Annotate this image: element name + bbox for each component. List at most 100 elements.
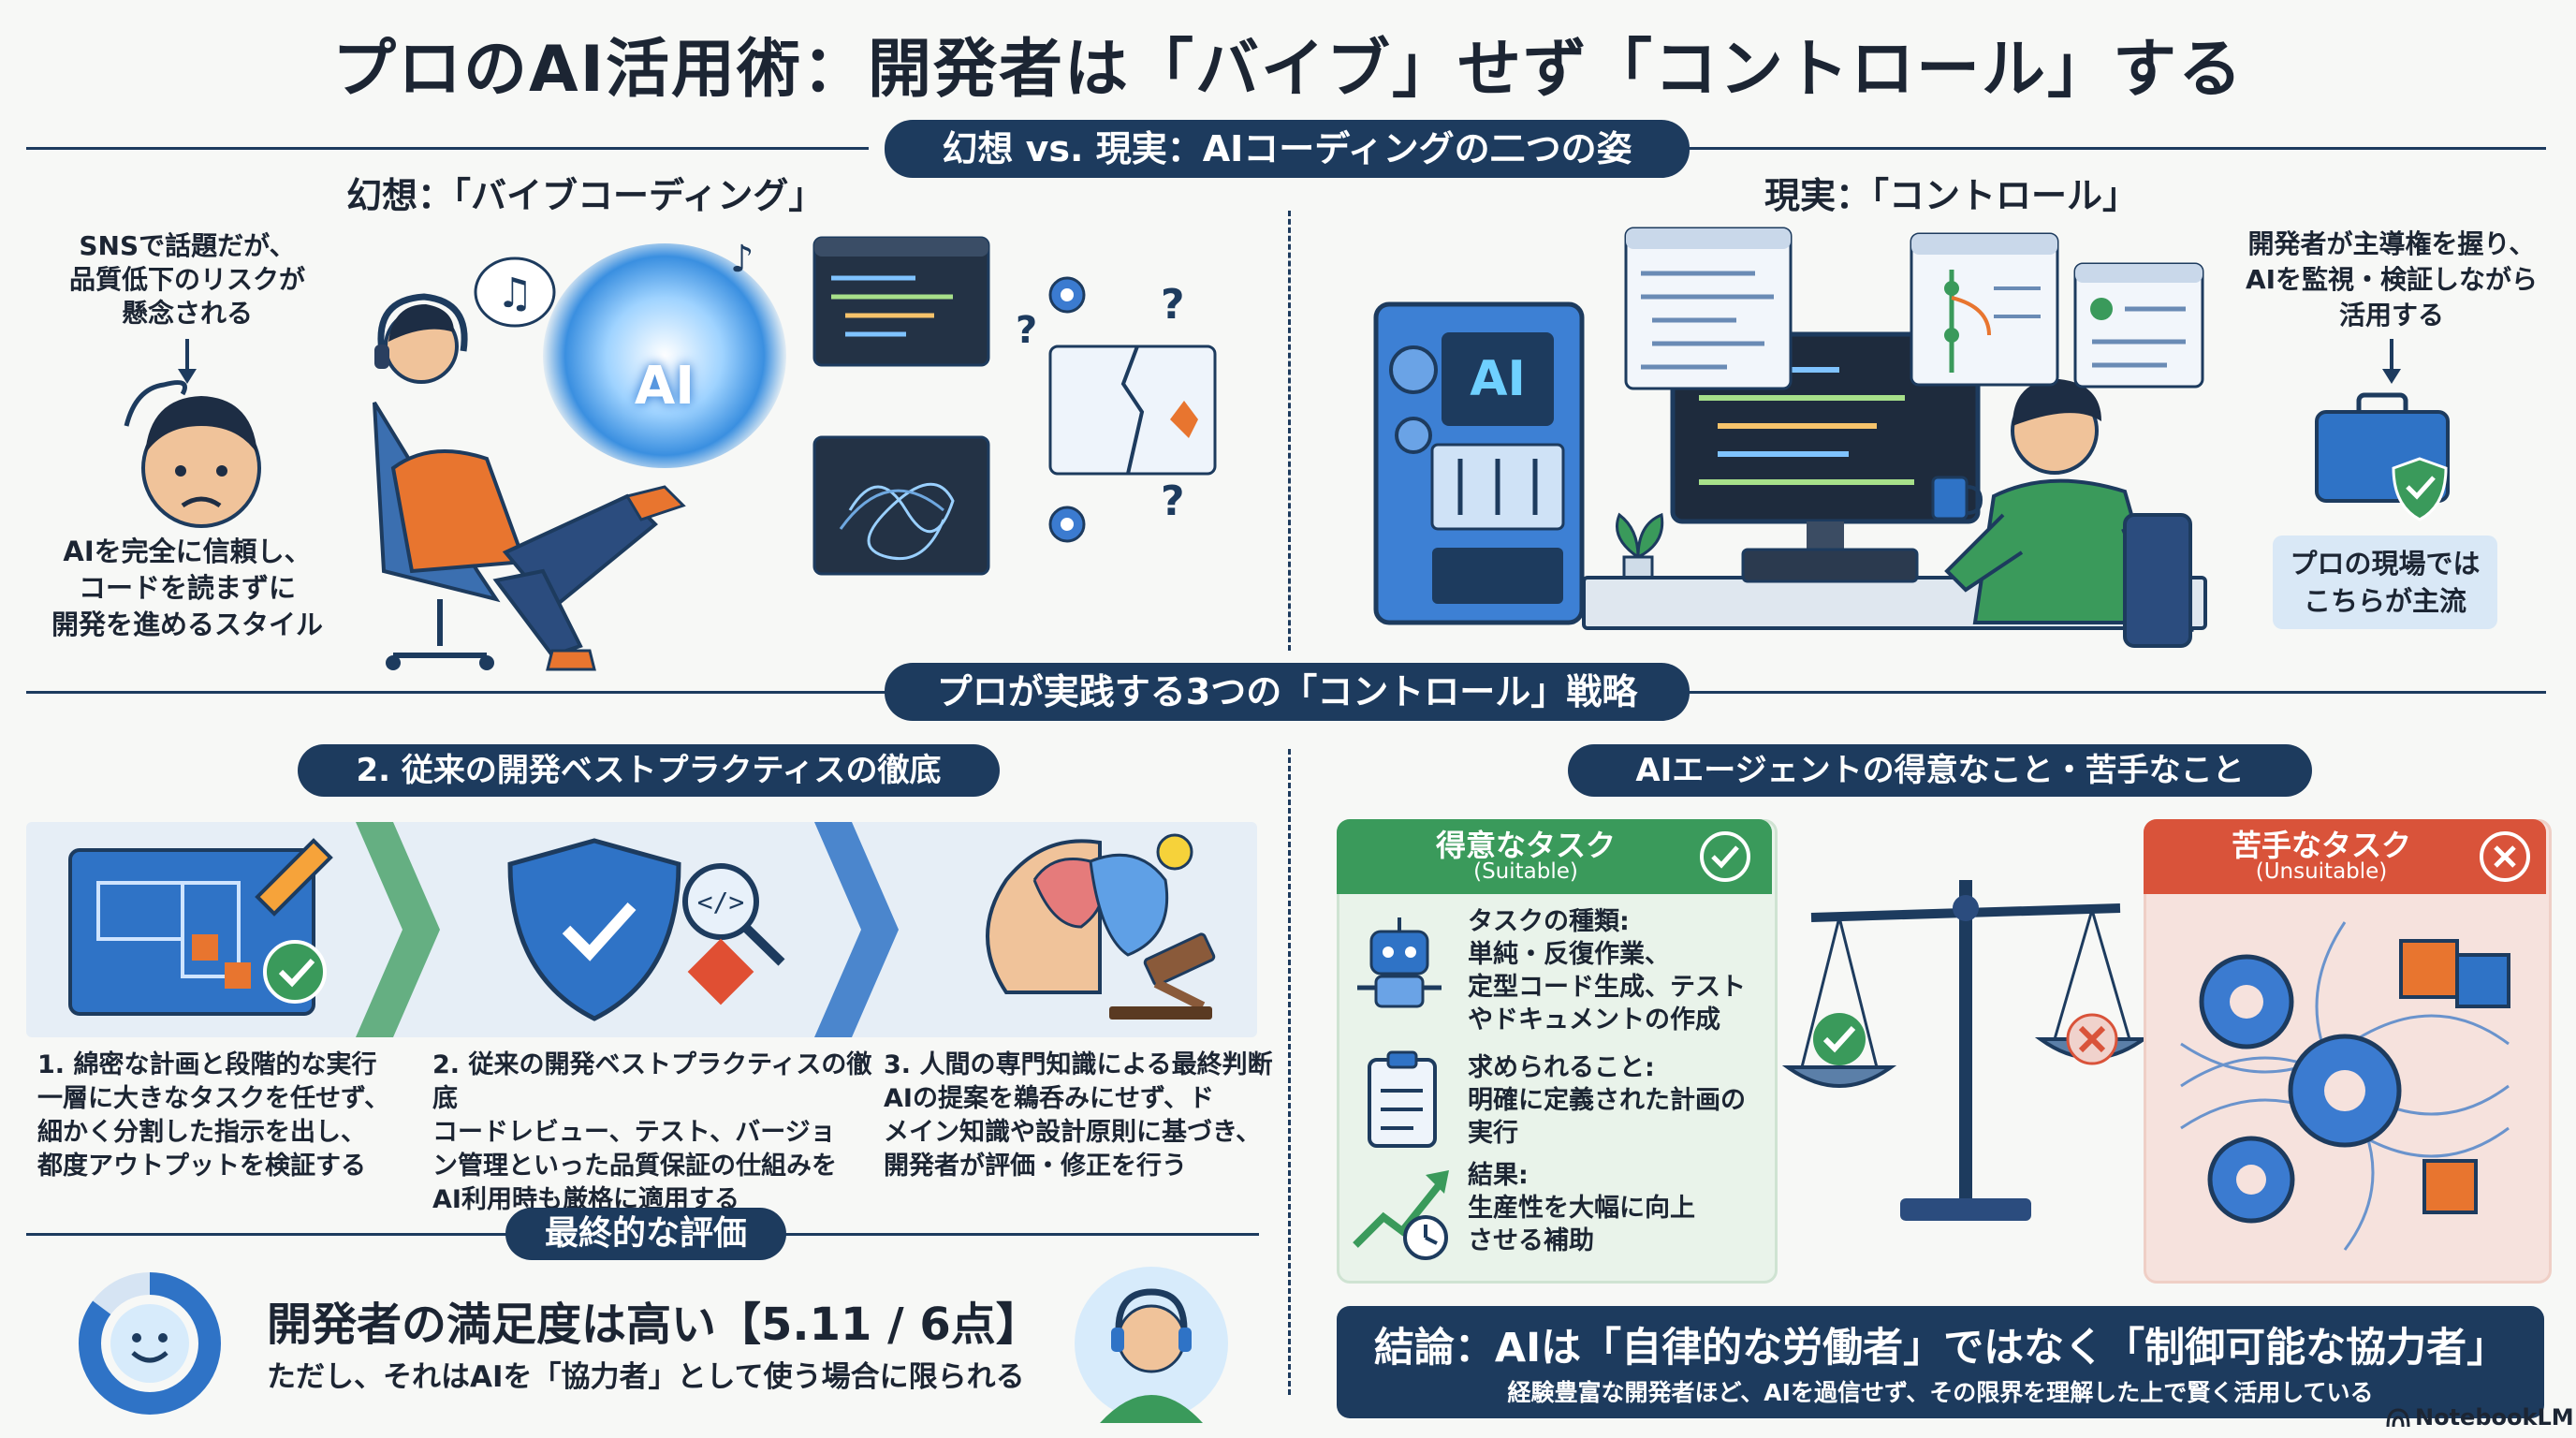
mug-icon	[1931, 476, 1983, 521]
step-3-line: メイン知識や設計原則に基づき、	[884, 1118, 1262, 1147]
headset-user-avatar	[1075, 1267, 1228, 1423]
satisfaction-donut	[79, 1272, 221, 1415]
keyboard-icon	[1741, 548, 1919, 583]
step-3-title: 3. 人間の専門知識による最終判断	[884, 1050, 1273, 1079]
music-note-icon: ♪	[730, 238, 754, 281]
reality-note-line: AIを監視・検証しながら	[2245, 264, 2539, 295]
good-item-1-line: タスクの種類:	[1468, 907, 1630, 936]
good-item-2: 求められること: 明確に定義された計画の 実行	[1468, 1051, 1767, 1150]
ai-swirl	[543, 243, 786, 468]
eval-rule-left	[26, 1233, 513, 1236]
brain-gavel-icon	[986, 833, 1216, 1020]
good-task-title: 得意なタスク	[1435, 828, 1616, 863]
good-item-1-line: 単純・反復作業、	[1468, 940, 1670, 969]
worried-face-icon	[124, 380, 261, 528]
illusion-note-line: SNSで話題だが、	[79, 230, 296, 261]
conclusion-main: 結論：AIは「自律的な労働者」ではなく「制御可能な協力者」	[1373, 1325, 2508, 1372]
illusion-desc-line: コードを読まずに	[78, 572, 296, 604]
eval-rule-right	[777, 1233, 1259, 1236]
illusion-desc-line: 開発を進めるスタイル	[51, 609, 323, 640]
reality-badge: プロの現場では こちらが主流	[2273, 536, 2497, 629]
growth-chart-icon	[1353, 1170, 1449, 1260]
good-item-3-line: 生産性を大幅に向上	[1468, 1194, 1695, 1223]
question-mark-icon: ?	[1016, 309, 1038, 352]
code-window-icon	[1624, 227, 1793, 390]
good-item-1-line: やドキュメントの作成	[1468, 1005, 1720, 1034]
robot-icon	[1357, 917, 1442, 1008]
good-item-2-line: 明確に定義された計画の	[1468, 1086, 1746, 1115]
clipboard-icon	[1368, 1050, 1437, 1148]
section1-rule-right	[1685, 147, 2546, 150]
good-item-2-line: 実行	[1468, 1119, 1518, 1148]
bad-task-header	[2144, 819, 2546, 894]
complex-gears-puzzle-illustration	[2180, 921, 2510, 1251]
section1-rule-left	[26, 147, 869, 150]
eval-main: 開発者の満足度は高い【5.11 / 6点】	[267, 1299, 1041, 1351]
section2-header: プロが実践する3つの「コントロール」戦略	[885, 663, 1690, 721]
shield-check-icon: </>	[507, 838, 785, 1021]
broken-window-icon	[1048, 345, 1217, 476]
server-ai-label: AI	[1470, 351, 1526, 407]
git-graph-window-icon	[1910, 232, 2059, 387]
step-3-line: 開発者が評価・修正を行う	[884, 1152, 1187, 1181]
illusion-desc: AIを完全に信頼し、 コードを読まずに 開発を進めるスタイル	[37, 534, 337, 643]
down-arrow-icon	[178, 339, 197, 384]
step-1-title: 1. 綿密な計画と段階的な実行	[37, 1050, 377, 1079]
checklist-window-icon	[2073, 262, 2204, 389]
step-2-line: ン管理といった品質保証の仕組みを	[432, 1152, 837, 1181]
ai-server-illustration	[1373, 301, 1585, 625]
illusion-note-line: 懸念される	[121, 298, 253, 329]
section1-divider	[1288, 211, 1291, 651]
chevron-right-icon	[814, 822, 899, 1037]
question-mark-icon: ?	[1161, 281, 1185, 329]
svg-text:</>: </>	[697, 887, 745, 917]
step-3-line: AIの提案を鵜呑みにせず、ド	[884, 1084, 1215, 1113]
step-1-line: 一層に大きなタスクを任せず、	[37, 1084, 390, 1113]
section2-divider	[1288, 749, 1291, 1395]
music-note-icon: ♫	[474, 257, 556, 328]
code-window-icon	[812, 236, 990, 367]
reality-note-line: 活用する	[2338, 300, 2444, 330]
bad-task-sub: (Unsuitable)	[2255, 859, 2388, 884]
illusion-note: SNSで話題だが、 品質低下のリスクが 懸念される	[37, 229, 337, 330]
conclusion-box	[1337, 1306, 2544, 1418]
svg-text:♪: ♪	[730, 238, 754, 281]
gear-icon	[1048, 506, 1086, 543]
bad-task-title: 苦手なタスク	[2231, 828, 2411, 863]
briefcase-shield-icon	[2315, 392, 2450, 521]
best-practice-subheader: 2. 従来の開発ベストプラクティスの徹底	[298, 744, 1000, 797]
eval-sub: ただし、それはAIを「協力者」として使う場合に限られる	[267, 1360, 1025, 1394]
reality-title: 現実：「コントロール」	[1764, 175, 2139, 216]
step-2-title: 2. 従来の開発ベストプラクティスの徹底	[432, 1050, 872, 1113]
tangled-code-window-icon	[812, 435, 990, 576]
relaxed-developer-illustration	[373, 293, 686, 671]
good-task-header	[1337, 819, 1772, 894]
notebooklm-logo-icon	[2386, 1408, 2410, 1428]
step-3: 3. 人間の専門知識による最終判断 AIの提案を鵜呑みにせず、ド メイン知識や設…	[884, 1049, 1277, 1183]
step-2-line: コードレビュー、テスト、バージョ	[432, 1118, 836, 1147]
gear-icon	[1048, 276, 1086, 314]
agent-subheader: AIエージェントの得意なこと・苦手なこと	[1568, 744, 2312, 797]
down-arrow-icon	[2382, 339, 2401, 384]
illusion-note-line: 品質低下のリスクが	[68, 264, 305, 295]
close-circle-icon	[2480, 831, 2530, 882]
good-item-3-line: させる補助	[1468, 1226, 1594, 1255]
chevron-right-icon	[356, 822, 440, 1037]
page-title: プロのAI活用術：開発者は「バイブ」せず「コントロール」する	[332, 33, 2244, 107]
reality-note-line: 開発者が主導権を握り、	[2247, 228, 2536, 259]
check-circle-icon	[1700, 831, 1750, 882]
section1-header: 幻想 vs. 現実：AIコーディングの二つの姿	[885, 120, 1690, 178]
reality-note: 開発者が主導権を握り、 AIを監視・検証しながら 活用する	[2204, 227, 2576, 333]
eval-header: 最終的な評価	[505, 1208, 786, 1260]
step-1-line: 細かく分割した指示を出し、	[37, 1118, 366, 1147]
step-1: 1. 綿密な計画と段階的な実行 一層に大きなタスクを任せず、 細かく分割した指示…	[37, 1049, 440, 1183]
good-item-1: タスクの種類: 単純・反復作業、 定型コード生成、テスト やドキュメントの作成	[1468, 905, 1767, 1036]
illusion-desc-line: AIを完全に信頼し、	[63, 536, 312, 567]
reality-badge-line: プロの現場では	[2290, 548, 2481, 580]
blueprint-plan-icon	[68, 838, 333, 1016]
illusion-title: 幻想：「バイブコーディング」	[346, 175, 825, 216]
good-item-3-line: 結果:	[1468, 1161, 1529, 1190]
good-task-sub: (Suitable)	[1473, 859, 1578, 884]
section2-rule-right	[1685, 691, 2546, 694]
svg-text:♫: ♫	[496, 270, 533, 317]
